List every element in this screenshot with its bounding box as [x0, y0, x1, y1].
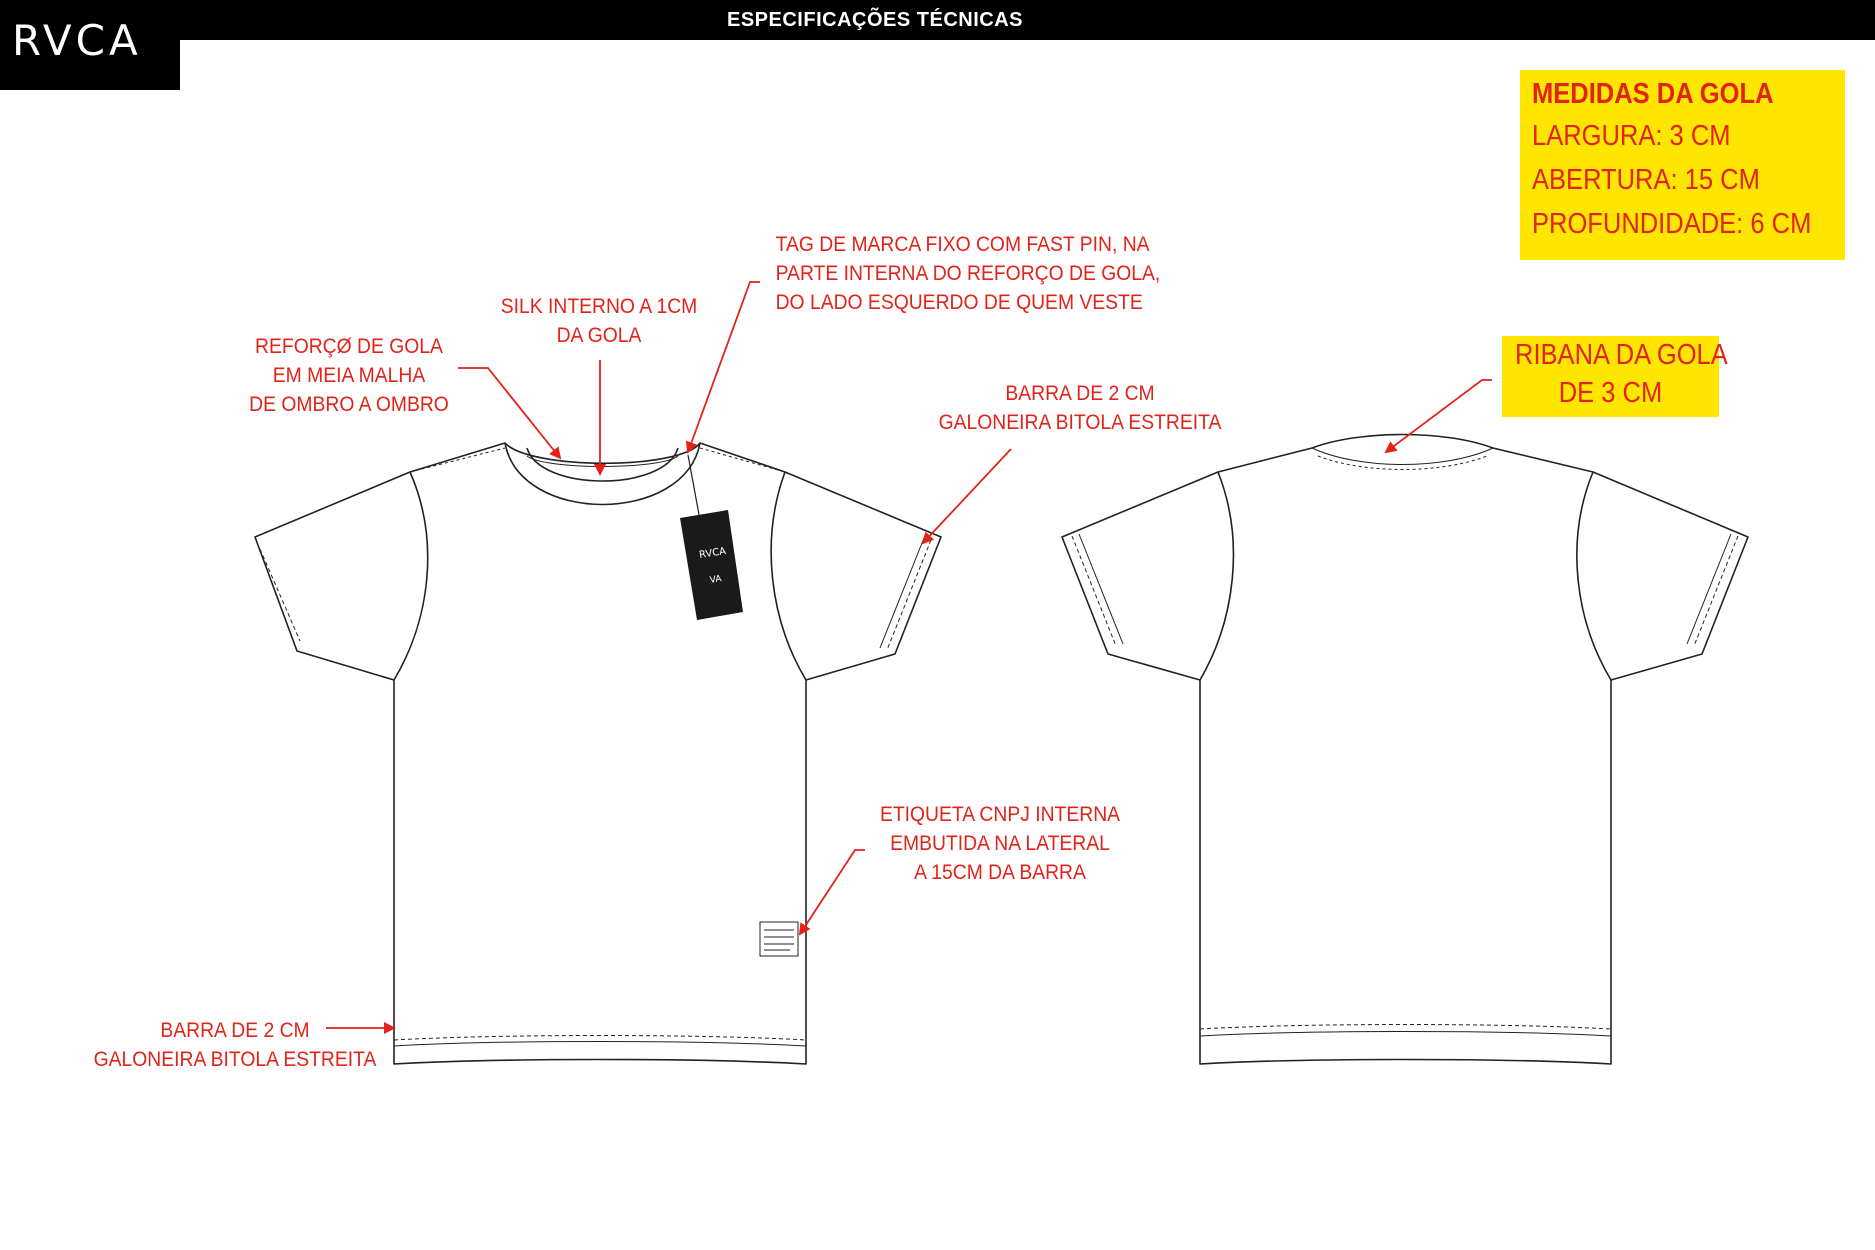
note-brand-tag: TAG DE MARCA FIXO COM FAST PIN, NA PARTE… — [760, 230, 1161, 317]
front-bottom-hem-2 — [393, 1041, 807, 1047]
arrow-cnpj-label — [798, 849, 865, 936]
front-right-sleeve-hem — [886, 539, 932, 651]
hang-tag-brand: RVCA — [698, 546, 727, 561]
front-left-sleeve-hem — [259, 548, 301, 642]
rib-note-box: RIBANA DA GOLA DE 3 CM — [1502, 336, 1728, 417]
note-line: GALONEIRA BITOLA ESTREITA — [938, 411, 1222, 434]
arrow-collar-reinforcement — [458, 367, 562, 460]
note-line: PARTE INTERNA DO REFORÇO DE GOLA, — [775, 262, 1161, 285]
logo-text: RVCA — [12, 16, 142, 65]
front-neck-tape — [526, 455, 679, 467]
front-body-outline — [254, 442, 942, 1065]
front-right-sleeve-hem-2 — [879, 537, 925, 649]
back-right-armhole — [1576, 471, 1612, 681]
back-right-sleeve-hem-2 — [1686, 533, 1732, 645]
note-line: DO LADO ESQUERDO DE QUEM VESTE — [775, 291, 1143, 314]
note-bottom-hem: BARRA DE 2 CM GALONEIRA BITOLA ESTREITA — [80, 1016, 390, 1074]
front-bottom-hem — [393, 1035, 807, 1041]
rib-note-line1: RIBANA DA GOLA — [1515, 339, 1728, 371]
note-line: SILK INTERNO A 1CM — [500, 295, 698, 318]
note-line: DA GOLA — [556, 324, 642, 347]
tshirt-front — [254, 442, 942, 1065]
note-line: REFORÇØ DE GOLA — [255, 335, 443, 358]
note-line: EMBUTIDA NA LATERAL — [890, 832, 1110, 855]
back-bottom-hem-2 — [1199, 1031, 1612, 1037]
hang-tag: RVCA VA — [680, 454, 743, 620]
note-cnpj-label: ETIQUETA CNPJ INTERNA EMBUTIDA NA LATERA… — [865, 800, 1135, 887]
brand-logo: RVCA — [0, 0, 180, 90]
front-collar-outer — [504, 442, 701, 506]
collar-spec-opening: ABERTURA: 15 CM — [1532, 164, 1760, 196]
note-line: BARRA DE 2 CM — [160, 1019, 310, 1042]
hang-tag-mark: VA — [709, 574, 723, 586]
back-collar-rib-2 — [1317, 455, 1488, 470]
note-sleeve-hem: BARRA DE 2 CM GALONEIRA BITOLA ESTREITA — [925, 379, 1235, 437]
cnpj-label-graphic — [759, 921, 799, 957]
arrow-sleeve-hem — [921, 448, 1012, 545]
back-bottom-hem — [1199, 1024, 1612, 1030]
note-collar-reinforcement: REFORÇØ DE GOLA EM MEIA MALHA DE OMBRO A… — [238, 332, 460, 419]
collar-spec-box: MEDIDAS DA GOLA LARGURA: 3 CM ABERTURA: … — [1520, 70, 1845, 260]
note-line: A 15CM DA BARRA — [914, 861, 1086, 884]
back-left-sleeve-hem — [1071, 535, 1117, 647]
front-left-armhole — [393, 471, 429, 681]
note-silk: SILK INTERNO A 1CM DA GOLA — [488, 292, 710, 350]
arrow-brand-tag — [685, 281, 760, 454]
back-collar-rib — [1311, 447, 1494, 465]
note-line: DE OMBRO A OMBRO — [249, 393, 449, 416]
note-line: BARRA DE 2 CM — [1005, 382, 1155, 405]
annotation-arrows — [326, 281, 1492, 1034]
front-shoulder-seam-right — [699, 447, 786, 473]
rib-note-line2: DE 3 CM — [1558, 377, 1663, 409]
tshirt-back — [1061, 433, 1749, 1065]
note-line: ETIQUETA CNPJ INTERNA — [879, 803, 1121, 826]
note-line: EM MEIA MALHA — [272, 364, 426, 387]
arrow-rib-note — [1384, 379, 1492, 454]
back-body-outline — [1061, 433, 1749, 1065]
collar-spec-width: LARGURA: 3 CM — [1532, 120, 1731, 152]
note-line: TAG DE MARCA FIXO COM FAST PIN, NA — [775, 233, 1150, 256]
collar-spec-depth: PROFUNDIDADE: 6 CM — [1532, 208, 1812, 240]
page-title: ESPECIFICAÇÕES TÉCNICAS — [727, 9, 1023, 31]
note-line: GALONEIRA BITOLA ESTREITA — [93, 1048, 377, 1071]
front-right-armhole — [770, 471, 807, 681]
collar-spec-heading: MEDIDAS DA GOLA — [1532, 78, 1774, 110]
back-left-sleeve-hem-2 — [1078, 533, 1124, 645]
front-collar-inner — [526, 447, 679, 482]
header-bar: ESPECIFICAÇÕES TÉCNICAS — [0, 0, 1875, 40]
back-right-sleeve-hem — [1693, 535, 1739, 647]
back-left-armhole — [1199, 471, 1235, 681]
front-shoulder-seam-left — [409, 447, 506, 473]
